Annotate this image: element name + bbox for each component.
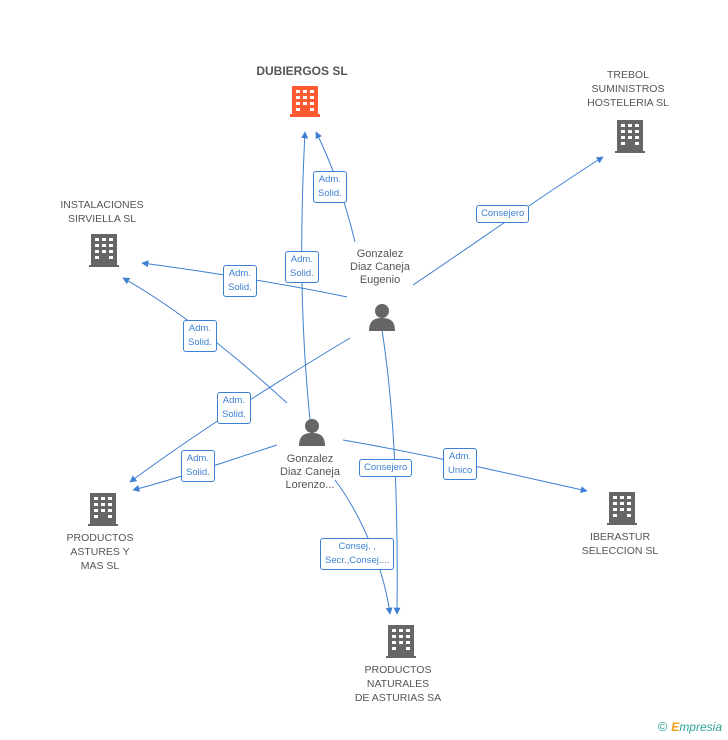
- label-line: NATURALES: [366, 678, 430, 690]
- label-line: SUMINISTROS: [591, 83, 665, 95]
- company-label-instalaciones[interactable]: INSTALACIONES SIRVIELLA SL: [44, 198, 160, 226]
- person-label-eugenio[interactable]: Gonzalez Diaz Caneja Eugenio: [330, 248, 430, 287]
- edge-label-consejero[interactable]: Consejero: [359, 459, 413, 477]
- edge-label-line: Consej. ,: [338, 541, 376, 552]
- edge-label-line: Adm.: [222, 395, 245, 406]
- edge-label-line: Solid.: [290, 268, 314, 279]
- company-label-iberastur[interactable]: IBERASTUR SELECCION SL: [562, 530, 678, 558]
- brand-logo[interactable]: ©Empresia: [658, 719, 722, 734]
- building-icon: [89, 234, 119, 267]
- label-line: HOSTELERIA SL: [587, 97, 669, 109]
- label-line: MAS SL: [80, 560, 120, 572]
- edge-label-line: Adm.: [318, 174, 341, 185]
- edge-label-line: Solid.: [222, 409, 246, 420]
- edge-label-line: Adm.: [186, 453, 209, 464]
- edge-label-adm-unico[interactable]: Adm. Unico: [443, 448, 478, 480]
- label-line: SELECCION SL: [581, 545, 659, 557]
- edge-label-consej-secr[interactable]: Consej. , Secr.,Consej....: [320, 538, 395, 570]
- edge-label-line: Secr.,Consej....: [325, 555, 390, 566]
- edge-label-adm-solid[interactable]: Adm. Solid.: [223, 265, 257, 297]
- person-label-lorenzo[interactable]: Gonzalez Diaz Caneja Lorenzo...: [260, 453, 360, 492]
- label-line: Diaz Caneja: [350, 261, 410, 273]
- edge-label-adm-solid[interactable]: Adm. Solid.: [285, 251, 319, 283]
- edge-label-adm-solid[interactable]: Adm. Solid.: [313, 171, 347, 203]
- company-label-productos-astures[interactable]: PRODUCTOS ASTURES Y MAS SL: [42, 531, 158, 573]
- edge-label-line: Adm.: [290, 254, 313, 265]
- label-line: TREBOL: [606, 69, 649, 81]
- company-label-productos-naturales[interactable]: PRODUCTOS NATURALES DE ASTURIAS SA: [338, 663, 458, 705]
- person-icon: [369, 304, 395, 331]
- label-line: Gonzalez: [286, 453, 334, 465]
- label-line: IBERASTUR: [589, 531, 651, 543]
- brand-initial: E: [671, 720, 680, 734]
- label-line: PRODUCTOS: [66, 532, 134, 544]
- building-icon: [607, 492, 637, 525]
- label-line: PRODUCTOS: [364, 664, 432, 676]
- building-icon: [615, 120, 645, 153]
- edge-label-consejero[interactable]: Consejero: [476, 205, 530, 223]
- building-icon: [386, 625, 416, 658]
- label-line: INSTALACIONES: [60, 199, 144, 211]
- person-icon: [299, 419, 325, 446]
- edge-label-line: Solid.: [186, 467, 210, 478]
- label-line: Lorenzo...: [285, 479, 335, 491]
- label-line: Eugenio: [359, 274, 401, 286]
- copyright-symbol: ©: [657, 719, 668, 734]
- label-line: Diaz Caneja: [280, 466, 340, 478]
- brand-name: mpresia: [679, 720, 722, 734]
- building-icon: [88, 493, 118, 526]
- label-line: ASTURES Y: [70, 546, 130, 558]
- company-label-trebol[interactable]: TREBOL SUMINISTROS HOSTELERIA SL: [570, 68, 686, 110]
- building-icon: [290, 86, 320, 117]
- edge-label-adm-solid[interactable]: Adm. Solid.: [217, 392, 251, 424]
- edge-label-adm-solid[interactable]: Adm. Solid.: [183, 320, 217, 352]
- edge-label-line: Solid.: [318, 188, 342, 199]
- edge-label-adm-solid[interactable]: Adm. Solid.: [181, 450, 215, 482]
- edge-label-line: Unico: [448, 465, 473, 476]
- edge-label-line: Solid.: [228, 282, 252, 293]
- edge-label-line: Adm.: [228, 268, 251, 279]
- edge-label-line: Solid.: [188, 337, 212, 348]
- label-line: SIRVIELLA SL: [67, 213, 137, 225]
- company-label-dubiergos[interactable]: DUBIERGOS SL: [256, 64, 348, 78]
- edge-label-line: Adm.: [188, 323, 211, 334]
- label-line: Gonzalez: [356, 248, 404, 260]
- edge-label-line: Adm.: [449, 451, 472, 462]
- label-line: DE ASTURIAS SA: [354, 692, 442, 704]
